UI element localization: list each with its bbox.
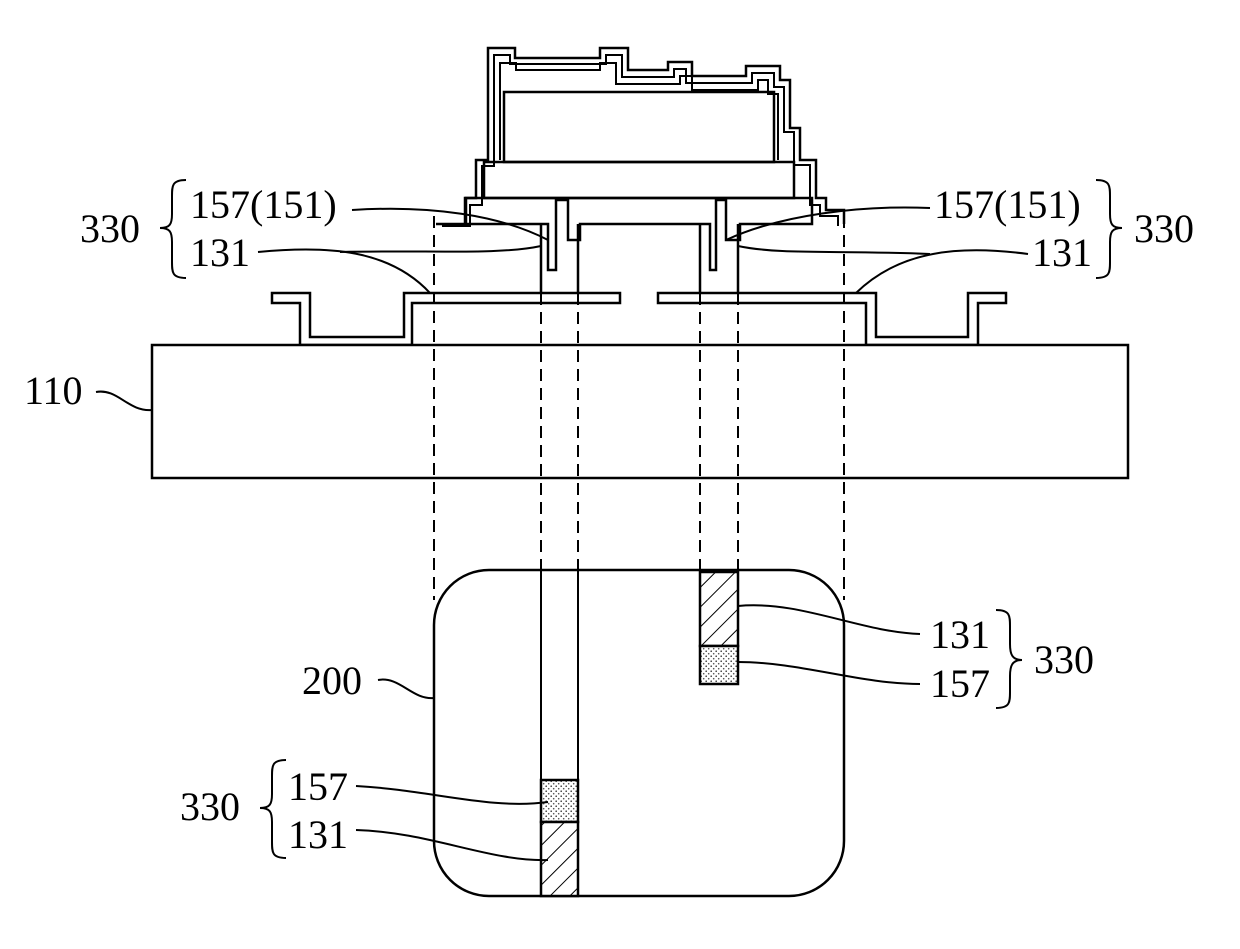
brace-bottom-left <box>260 760 286 858</box>
leader-tl-131-b <box>340 246 541 252</box>
label-330-top-right: 330 <box>1134 206 1194 251</box>
substrate-110 <box>152 345 1128 478</box>
label-131-mid-right: 131 <box>930 612 990 657</box>
intermediate-layer <box>484 162 794 198</box>
leader-110 <box>96 392 152 411</box>
leader-tr-131-b <box>738 246 930 254</box>
label-131-bottom-left: 131 <box>288 812 348 857</box>
label-330-top-left: 330 <box>80 206 140 251</box>
label-157-bottom-left: 157 <box>288 764 348 809</box>
brace-top-right <box>1096 180 1122 278</box>
brace-mid-right <box>996 610 1022 708</box>
label-200: 200 <box>302 658 362 703</box>
label-131-top-left: 131 <box>190 230 250 275</box>
label-157-151-top-left: 157(151) <box>190 182 337 227</box>
label-131-top-right: 131 <box>1032 230 1092 275</box>
leader-tl-131 <box>258 249 430 293</box>
device-stack <box>436 48 844 293</box>
left-electrode <box>272 293 620 345</box>
label-110: 110 <box>24 368 83 413</box>
leader-200 <box>378 680 434 699</box>
panel-200 <box>434 570 844 896</box>
brace-top-left <box>160 180 186 278</box>
label-157-151-top-right: 157(151) <box>934 182 1081 227</box>
right-electrode <box>658 293 1006 345</box>
label-157-mid-right: 157 <box>930 661 990 706</box>
leader-tr-131 <box>856 250 1028 293</box>
label-330-mid-right: 330 <box>1034 637 1094 682</box>
dotted-region-157-right <box>700 646 738 684</box>
label-330-bottom-left: 330 <box>180 784 240 829</box>
device-block <box>504 92 774 162</box>
hatched-region-131-right <box>700 572 738 646</box>
dotted-region-157-left <box>541 780 578 822</box>
electrode-layer <box>272 293 1006 345</box>
via-layer <box>466 198 812 270</box>
hatched-region-131-left <box>541 822 578 896</box>
